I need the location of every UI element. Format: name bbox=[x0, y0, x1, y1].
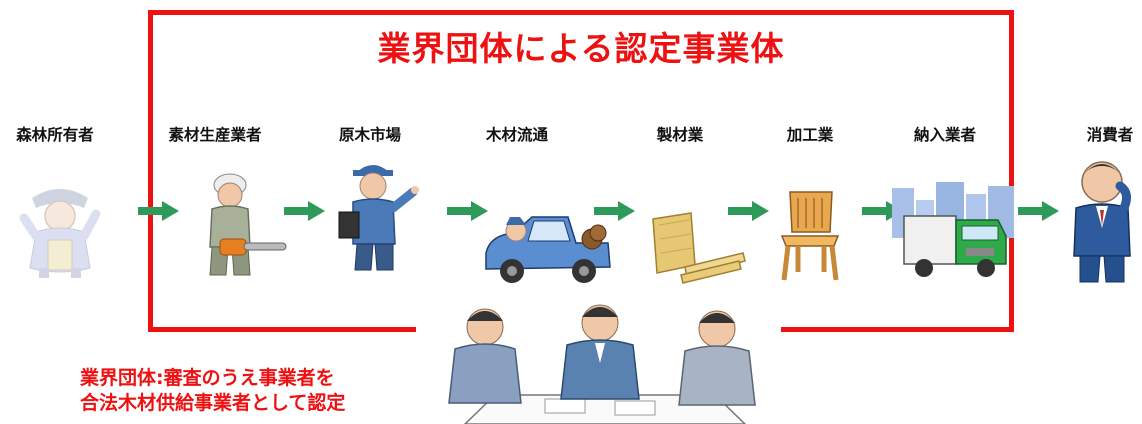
stage-label-consumer: 消費者 bbox=[1086, 126, 1134, 144]
frame-right-border bbox=[1009, 10, 1014, 332]
stage-label-log-market: 原木市場 bbox=[338, 126, 402, 144]
clipboard-worker-icon bbox=[338, 165, 419, 271]
delivery-truck-city-icon bbox=[892, 182, 1014, 277]
stage-label-timber-distribution: 木材流通 bbox=[485, 126, 549, 144]
stage-label-processing: 加工業 bbox=[786, 126, 834, 144]
businessman-phone-icon bbox=[1073, 161, 1131, 283]
frame-bottom-border-left bbox=[148, 327, 416, 332]
meeting-group-icon bbox=[448, 304, 756, 424]
log-truck-icon bbox=[485, 216, 611, 283]
certification-note-line-1: 業界団体:審査のうえ事業者を bbox=[80, 367, 335, 389]
lumber-boards-icon bbox=[652, 212, 746, 284]
flow-arrow-2 bbox=[284, 201, 325, 221]
frame-left-border bbox=[148, 10, 153, 332]
flow-arrow-5 bbox=[728, 201, 769, 221]
flow-arrow-1 bbox=[138, 201, 179, 221]
flow-arrow-7 bbox=[1018, 201, 1059, 221]
frame-title: 業界団体による認定事業体 bbox=[377, 29, 785, 68]
flow-arrow-4 bbox=[594, 201, 635, 221]
stage-label-supplier: 納入業者 bbox=[913, 126, 977, 144]
wooden-chair-icon bbox=[780, 191, 840, 281]
flow-arrow-3 bbox=[447, 201, 488, 221]
chainsaw-worker-icon bbox=[209, 173, 287, 276]
frame-top-border bbox=[148, 10, 1014, 15]
stage-label-log-producer: 素材生産業者 bbox=[168, 126, 262, 144]
certification-note: 業界団体:審査のうえ事業者を 合法木材供給事業者として認定 bbox=[80, 366, 345, 416]
forest-owner-figure-icon bbox=[19, 189, 101, 278]
stage-label-sawmill: 製材業 bbox=[656, 126, 704, 144]
certification-note-line-2: 合法木材供給事業者として認定 bbox=[80, 392, 346, 414]
stage-label-forest-owner: 森林所有者 bbox=[16, 126, 94, 144]
frame-bottom-border-right bbox=[781, 327, 1014, 332]
